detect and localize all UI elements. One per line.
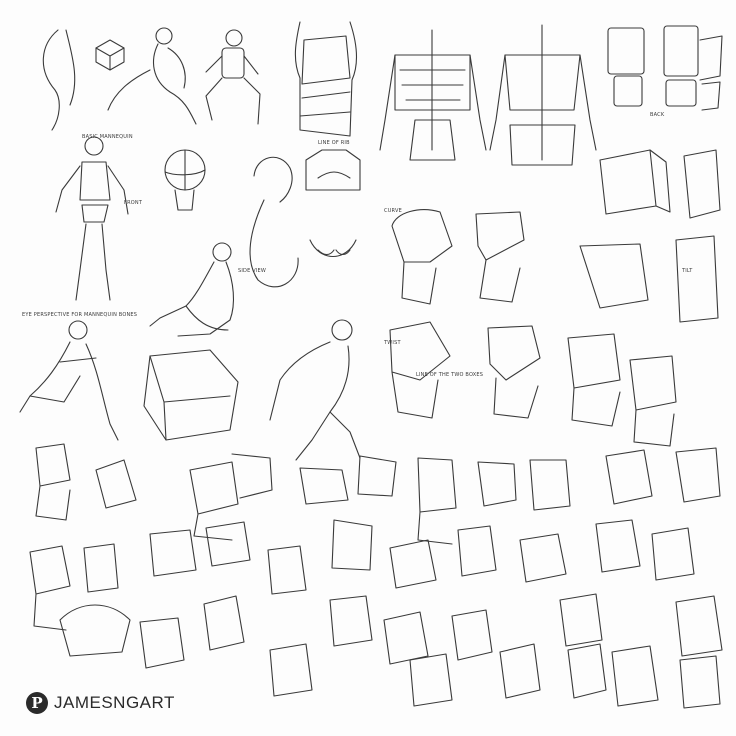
note-front: FRONT: [124, 200, 143, 206]
gesture-sketch: [42, 29, 76, 131]
mannequin-crouch-sketch: [205, 29, 261, 125]
note-basic-mannequin: BASIC MANNEQUIN: [82, 134, 133, 140]
note-tilt: TILT: [682, 268, 693, 274]
running-figure-sketch: [269, 319, 361, 461]
torso-perspective-sketch: [143, 349, 239, 441]
note-curve: CURVE: [384, 208, 402, 214]
head-study-sketch: [164, 149, 206, 211]
shape-study-grid-sketch: [29, 443, 723, 709]
torso-skeleton-sketch: [489, 24, 597, 166]
twist-block-row-sketch: [389, 321, 677, 447]
standing-mannequin-sketch: [55, 136, 129, 301]
stacked-boxes-sketch: [607, 25, 723, 111]
crouching-figure-sketch: [107, 27, 197, 125]
note-eye-perspective: EYE PERSPECTIVE FOR MANNEQUIN BONES: [22, 312, 138, 318]
pinterest-icon: P: [26, 692, 48, 714]
note-line-of-two-boxes: LINE OF THE TWO BOXES: [416, 372, 484, 378]
note-line-of-rib: LINE OF RIB: [318, 140, 350, 146]
perspective-figure-sketch: [19, 320, 119, 441]
small-cube-sketch: [95, 39, 125, 71]
sitting-figure-sketch: [149, 242, 235, 337]
note-back: BACK: [650, 112, 665, 118]
bent-block-right-sketch: [579, 149, 721, 323]
head-profile-sketch: [249, 156, 299, 288]
torso-box-sketch: [294, 21, 358, 137]
watermark-text: JAMESNGART: [54, 693, 175, 712]
chest-front-sketch: [305, 149, 361, 257]
bent-box-pair-sketch: [391, 209, 525, 305]
watermark: P JAMESNGART: [26, 692, 175, 714]
rib-skeleton-sketch: [379, 29, 487, 161]
note-side-view: SIDE VIEW: [238, 268, 267, 274]
note-twist: TWIST: [384, 340, 401, 346]
